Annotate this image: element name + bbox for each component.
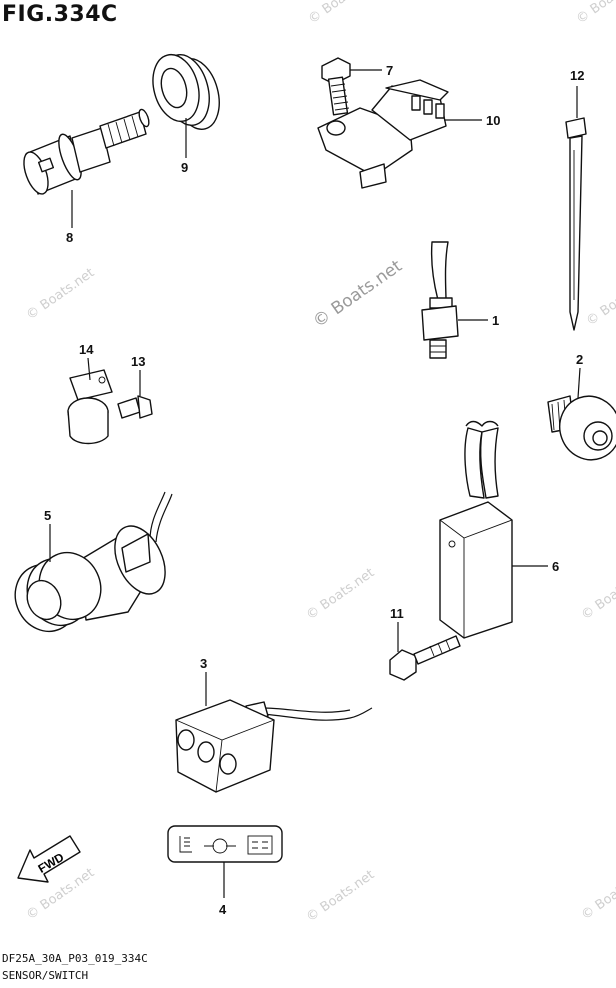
part-8-sensor-connector — [23, 108, 150, 195]
part-6-switch-sensor — [439, 420, 513, 639]
part-3-pressure-switch — [175, 699, 373, 793]
part-4-label-decal — [167, 825, 283, 863]
watermark: © Boats.net — [579, 565, 616, 623]
fwd-direction-arrow: FWD — [17, 835, 81, 883]
watermark: © Boats.net — [306, 0, 380, 27]
callout-14: 14 — [79, 342, 94, 357]
part-7-bolt — [321, 57, 351, 116]
callout-9: 9 — [181, 160, 188, 175]
part-9-grommet — [152, 53, 220, 130]
leader-lines — [49, 69, 581, 898]
callout-8: 8 — [66, 230, 73, 245]
part-5-speed-sensor — [14, 491, 173, 633]
part-11-long-bolt — [389, 635, 461, 681]
callout-10: 10 — [486, 113, 500, 128]
callout-1: 1 — [492, 313, 499, 328]
callout-3: 3 — [200, 656, 207, 671]
callout-7: 7 — [386, 63, 393, 78]
watermark: © Boats.net — [309, 256, 406, 332]
watermark: © Boats.net — [584, 271, 616, 329]
part-2-knock-sensor — [547, 395, 616, 461]
part-1-temp-sensor — [421, 241, 459, 359]
part-10-pressure-sensor — [317, 79, 449, 189]
callout-4: 4 — [219, 902, 227, 917]
callout-13: 13 — [131, 354, 145, 369]
callout-11: 11 — [390, 606, 404, 621]
watermark: © Boats.net — [574, 0, 616, 27]
callout-5: 5 — [44, 508, 51, 523]
callout-6: 6 — [552, 559, 559, 574]
figure-title: FIG.334C — [2, 2, 118, 27]
model-code: DF25A_30A_P03_019_334C — [2, 952, 148, 965]
watermark: © Boats.net — [304, 867, 378, 925]
section-name: SENSOR/SWITCH — [2, 969, 89, 982]
callout-12: 12 — [570, 68, 584, 83]
callout-numbers: 8 9 7 10 12 1 2 14 13 5 6 11 3 4 — [44, 63, 584, 917]
part-14-clamp — [67, 369, 113, 445]
watermark: © Boats.net — [24, 265, 98, 323]
callout-2: 2 — [576, 352, 583, 367]
watermark: © Boats.net — [579, 865, 616, 923]
watermark: © Boats.net — [304, 565, 378, 623]
part-12-cable-tie — [565, 117, 587, 331]
part-13-small-bolt — [117, 395, 153, 419]
